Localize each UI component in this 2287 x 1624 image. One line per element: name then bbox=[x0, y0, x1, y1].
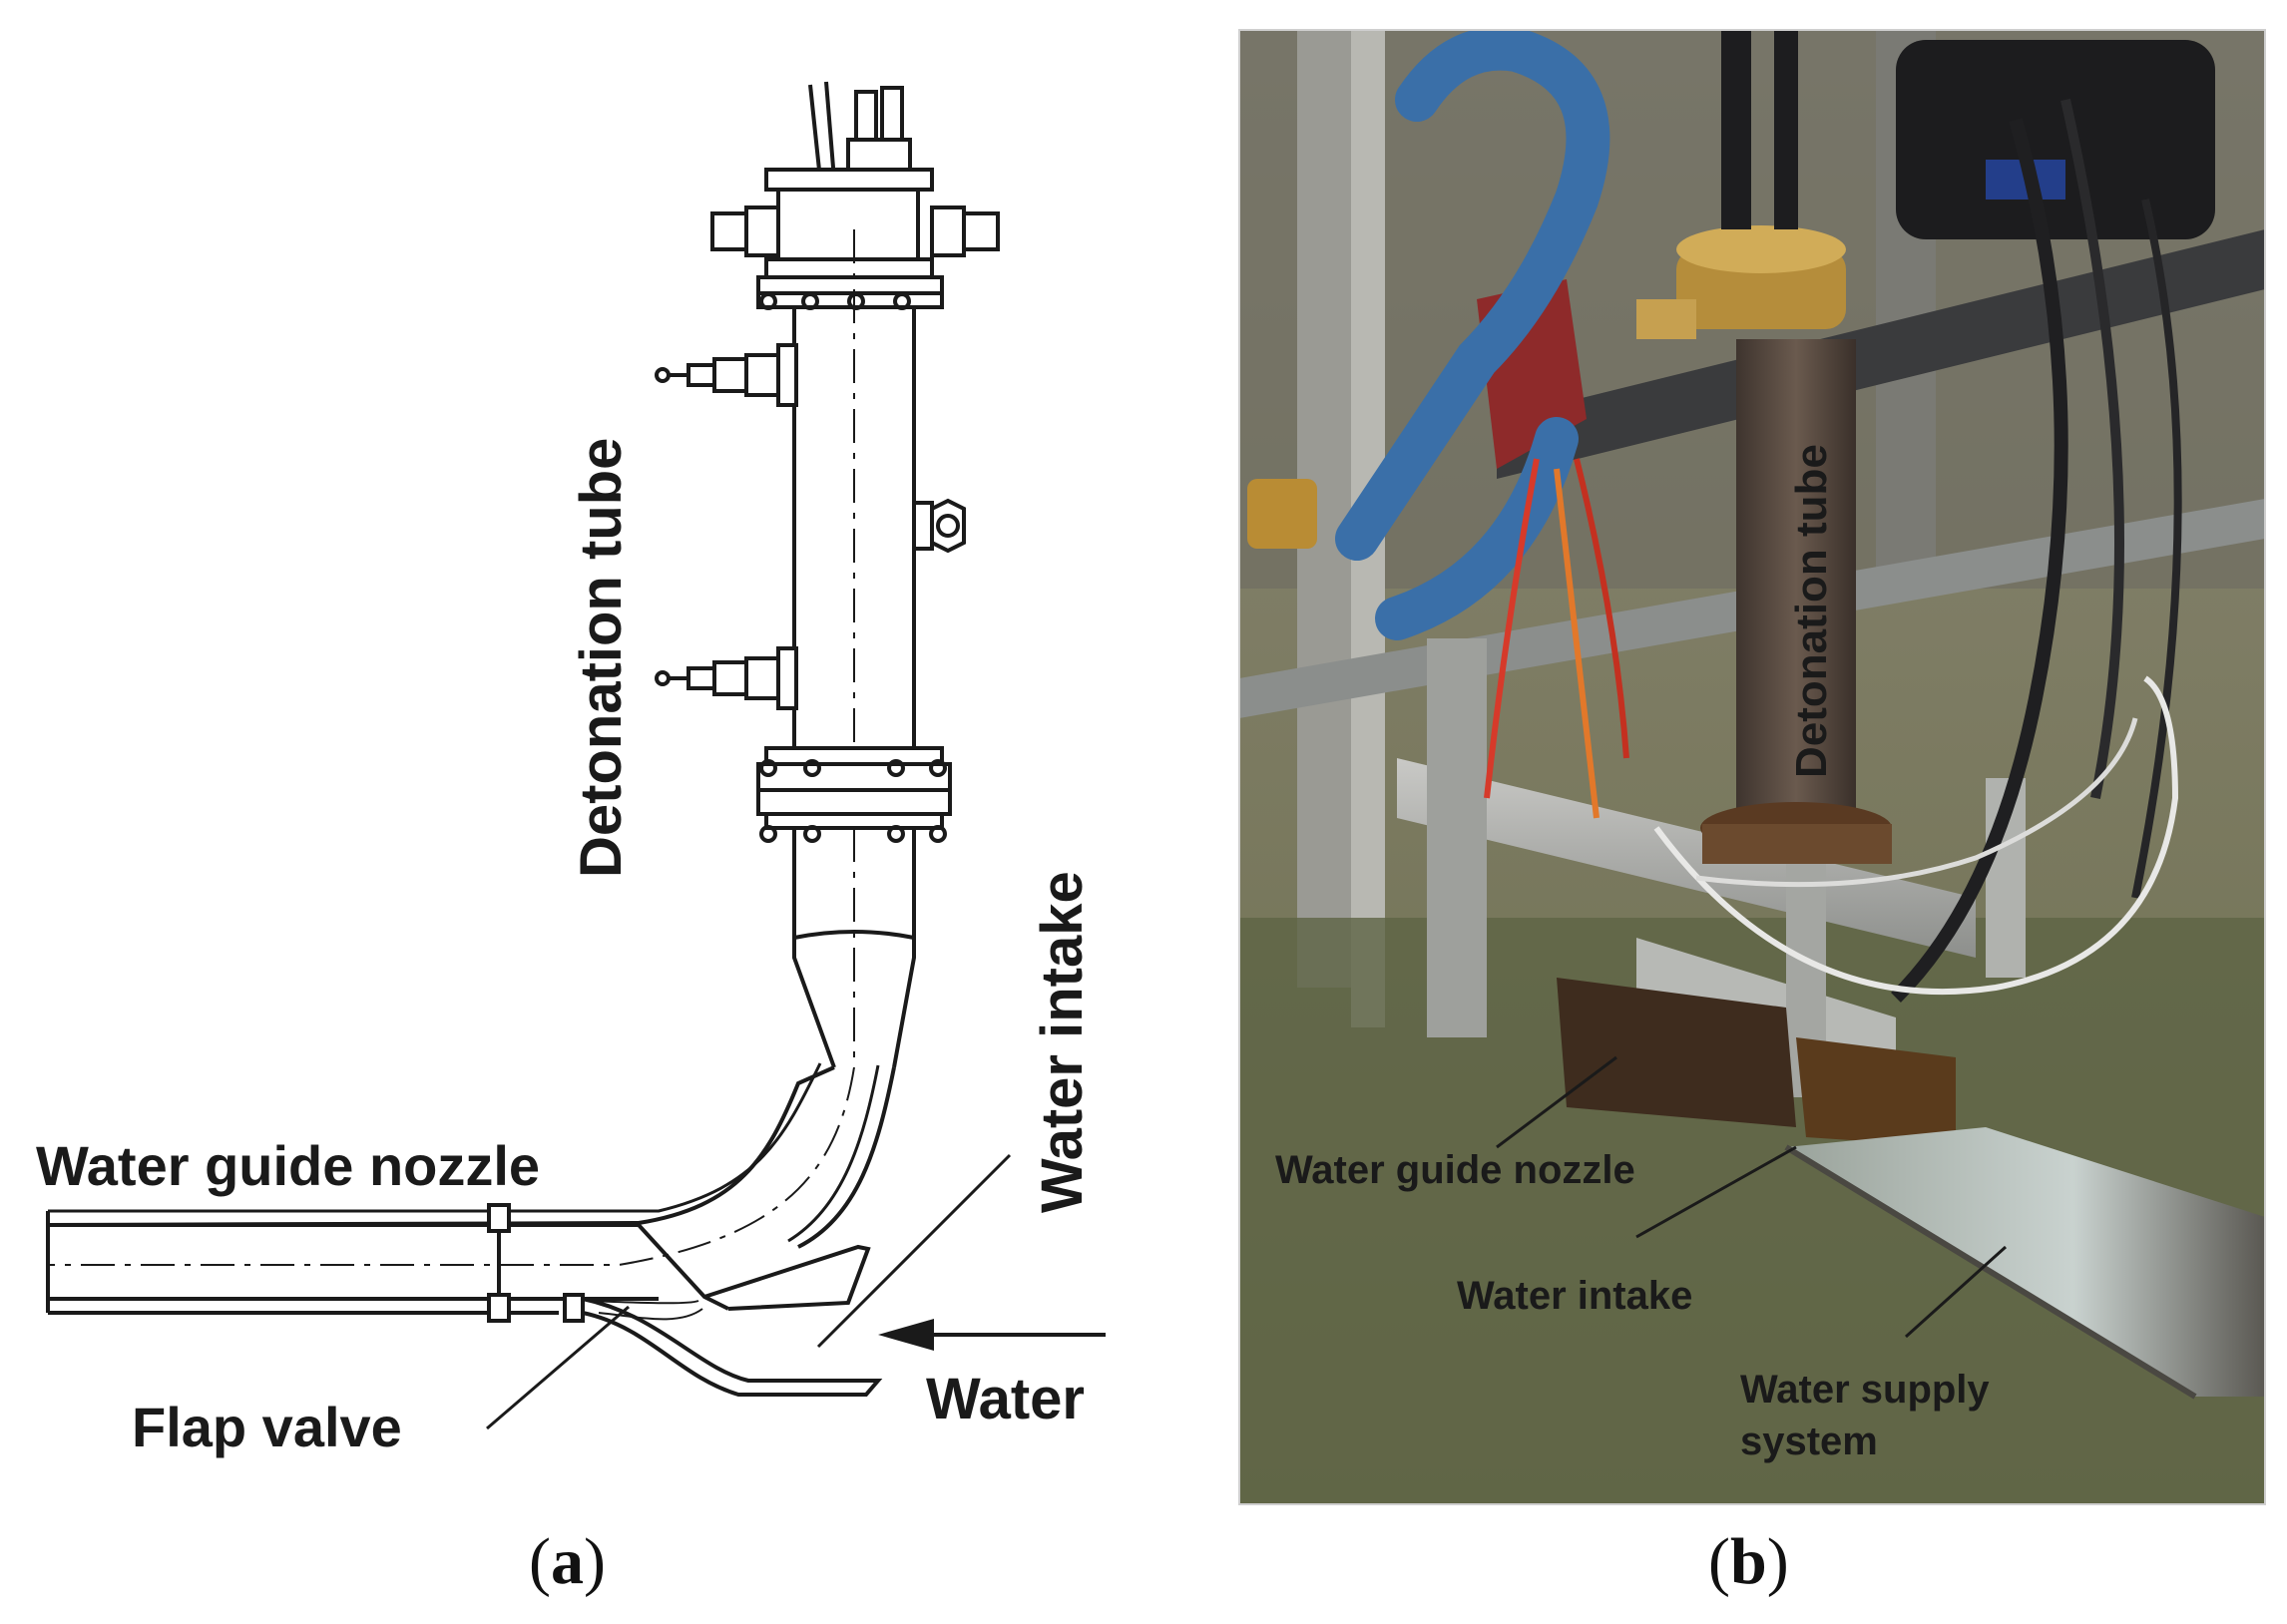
water-guide-nozzle-drawing bbox=[46, 1203, 659, 1323]
label-water-intake-a: Water intake bbox=[1030, 871, 1095, 1213]
label-detonation-tube-b: Detonation tube bbox=[1787, 444, 1836, 778]
label-water-guide-nozzle-b: Water guide nozzle bbox=[1275, 1148, 1635, 1192]
leader-water-intake-b bbox=[1635, 1145, 1797, 1239]
tube-head bbox=[710, 168, 1000, 310]
label-water-a: Water bbox=[926, 1367, 1085, 1431]
label-flap-valve-a: Flap valve bbox=[132, 1396, 402, 1458]
label-water-guide-nozzle-a: Water guide nozzle bbox=[36, 1134, 540, 1197]
caption-a: (a) bbox=[529, 1525, 606, 1598]
pressure-sensor bbox=[912, 498, 966, 554]
leader-water-supply-b bbox=[1904, 1245, 2008, 1339]
panel-b-photo bbox=[1239, 30, 2265, 1504]
water-intake-leader bbox=[816, 1153, 1012, 1349]
flap-valve-leader bbox=[486, 1305, 630, 1430]
spark-plug-lower bbox=[655, 646, 798, 710]
tube-lower bbox=[47, 828, 916, 1266]
water-flow-arrow bbox=[878, 1319, 1106, 1351]
label-detonation-tube-a: Detonation tube bbox=[569, 438, 634, 878]
photo-frame bbox=[1238, 29, 2266, 1505]
spark-plug-upper bbox=[655, 343, 798, 407]
label-water-supply-b-line2: system bbox=[1740, 1420, 1878, 1463]
top-cables bbox=[808, 81, 912, 181]
caption-a-letter: a bbox=[550, 1525, 584, 1598]
leader-water-guide-nozzle-b bbox=[1496, 1055, 1617, 1149]
label-water-supply-b-line1: Water supply bbox=[1740, 1368, 1990, 1412]
panel-a-drawing bbox=[46, 81, 1106, 1430]
label-water-intake-b: Water intake bbox=[1457, 1274, 1692, 1318]
caption-b: (b) bbox=[1708, 1525, 1789, 1598]
caption-b-letter: b bbox=[1729, 1525, 1767, 1598]
